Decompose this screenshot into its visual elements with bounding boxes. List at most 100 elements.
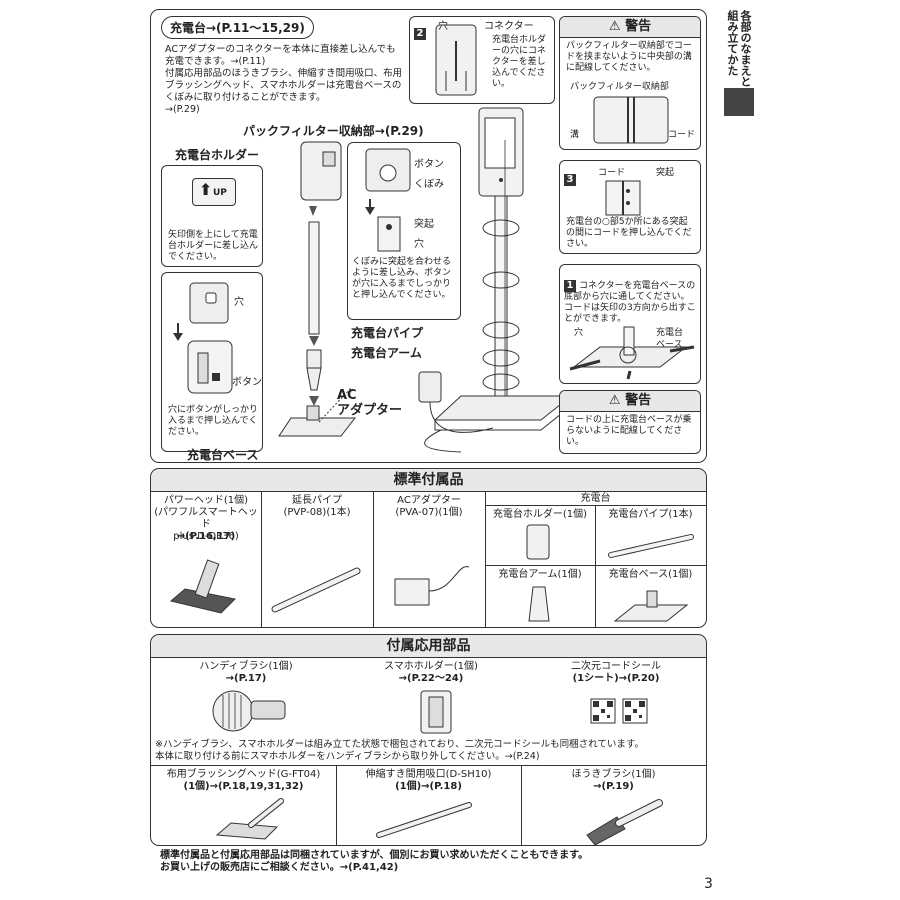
button-note: 穴にボタンがしっかり入るまで押し込んでください。 bbox=[168, 405, 259, 437]
step3-bump: 突起 bbox=[656, 168, 675, 178]
pack-filter-label: パックフィルター収納部→(P.29) bbox=[243, 124, 424, 138]
power-head-ref: →(P.16,17) bbox=[176, 531, 236, 542]
warning1-text: パックフィルター収納部でコードを挟まないように中央部の溝に配線してください。 bbox=[566, 41, 692, 73]
qr-sticker-ref: (1シート)→(P.20) bbox=[572, 673, 660, 684]
warning1-header: ⚠ 警告 bbox=[560, 17, 700, 38]
step2-illustration bbox=[435, 24, 477, 96]
warning2-box: ⚠ 警告 コードの上に充電台ベースが乗らないように配線してください。 bbox=[559, 390, 701, 454]
step3-box: 3 コード 突起 充電台の○部5か所にある突起の間にコードを押し込んでください。 bbox=[559, 160, 701, 254]
standard-accessories-panel: 標準付属品 パワーヘッド(1個) (パワフルスマートヘッド plus D-DP3… bbox=[150, 468, 707, 628]
charger-description: ACアダプターのコネクターを本体に直接差し込んでも充電できます。→(P.11) … bbox=[165, 44, 403, 115]
step1-hole: 穴 bbox=[574, 328, 584, 338]
charger-holder-name: 充電台ホルダー(1個) bbox=[492, 509, 588, 520]
charging-stand-illustration bbox=[424, 107, 573, 453]
arrow-note: 矢印側を上にして充電台ホルダーに差し込んでください。 bbox=[168, 230, 259, 262]
button-note-box: 穴 ボタン 穴にボタンがしっかり入るまで押し込んでください。 bbox=[161, 272, 263, 452]
detail-dent-label: くぼみ bbox=[414, 179, 444, 190]
arm-label: 充電台アーム bbox=[351, 346, 422, 360]
broom-brush-illustration bbox=[586, 799, 663, 846]
warning1-illustration bbox=[593, 96, 669, 144]
pipe-detail-illustration bbox=[173, 282, 233, 394]
warning2-header: ⚠ 警告 bbox=[560, 391, 700, 412]
holder-label: 充電台ホルダー bbox=[175, 148, 260, 162]
phone-holder-name: スマホホルダー(1個) bbox=[384, 661, 478, 672]
warning-icon: ⚠ bbox=[608, 19, 626, 34]
detail-hole-label: 穴 bbox=[414, 239, 424, 250]
warning1-groove: 溝 bbox=[570, 130, 580, 140]
detail-button-label: ボタン bbox=[414, 159, 444, 170]
pipe-label: 充電台パイプ bbox=[351, 326, 424, 340]
button-label: ボタン bbox=[232, 377, 262, 388]
applied-accessories-panel: 付属応用部品 ハンディブラシ(1個) →(P.17) スマホホルダー(1個) →… bbox=[150, 634, 707, 846]
phone-holder-ref: →(P.22～24) bbox=[398, 673, 464, 684]
ac-adapter-part-illustration bbox=[394, 566, 470, 606]
qr-sticker-illustration bbox=[590, 698, 648, 724]
warning1-cord: コード bbox=[668, 130, 696, 140]
warning-icon: ⚠ bbox=[608, 393, 626, 408]
step1-base: 充電台 ベース bbox=[656, 328, 684, 350]
warning2-title: 警告 bbox=[625, 393, 652, 408]
warning1-box: ⚠ 警告 パックフィルター収納部でコードを挟まないように中央部の溝に配線してくだ… bbox=[559, 16, 701, 150]
handy-brush-illustration bbox=[212, 690, 286, 732]
qr-sticker-name: 二次元コードシール bbox=[571, 661, 661, 672]
charger-pipe-part-illustration bbox=[608, 534, 694, 558]
standard-title: 標準付属品 bbox=[151, 469, 706, 492]
detail-bump-label: 突起 bbox=[414, 219, 434, 230]
step1-text: コネクターを充電台ベースの底部から穴に通してください。コードは矢印の3方向から出… bbox=[564, 281, 696, 324]
ac-adapter-illustration bbox=[418, 371, 494, 433]
crevice-nozzle-name: 伸縮すき間用吸口(D-SH10) bbox=[365, 769, 492, 780]
applied-title: 付属応用部品 bbox=[151, 635, 706, 658]
charger-parts-illustration bbox=[278, 141, 357, 437]
extension-pipe-illustration bbox=[271, 567, 361, 613]
handy-brush-name: ハンディブラシ(1個) bbox=[199, 661, 293, 672]
power-head-name: パワーヘッド(1個) (パワフルスマートヘッド plus D-DP36) bbox=[154, 495, 258, 542]
broom-brush-name: ほうきブラシ(1個) bbox=[571, 769, 656, 780]
page-number: 3 bbox=[704, 876, 713, 892]
up-arrow-icon: ⬆ bbox=[199, 180, 213, 199]
extension-pipe-name: 延長パイプ (PVP-08)(1本) bbox=[283, 495, 351, 518]
footer-note: 標準付属品と付属応用部品は同梱されていますが、個別にお買い求めいただくこともでき… bbox=[160, 850, 589, 873]
side-tab-text: 各部のなまえと組み立てかた bbox=[726, 10, 752, 87]
fabric-head-ref: (1個)→(P.18,19,31,32) bbox=[183, 781, 304, 792]
charger-pill: 充電台→(P.11～15,29) bbox=[161, 16, 314, 39]
joint-detail-box: ボタン くぼみ 突起 穴 くぼみに突起を合わせるように差し込み、ボタンが穴に入る… bbox=[347, 142, 461, 320]
ac-adapter-label: AC アダプター bbox=[337, 388, 403, 418]
charger-arm-name: 充電台アーム(1個) bbox=[498, 569, 582, 580]
charger-base-part-illustration bbox=[613, 590, 689, 622]
phone-holder-illustration bbox=[420, 690, 452, 734]
step3-cord: コード bbox=[598, 168, 626, 178]
applied-note: ※ハンディブラシ、スマホホルダーは組み立てた状態で梱包されており、二次元コードシ… bbox=[155, 739, 644, 762]
detail-note: くぼみに突起を合わせるように差し込み、ボタンが穴に入るまでしっかりと押し込んでく… bbox=[352, 257, 452, 300]
warning2-text: コードの上に充電台ベースが乗らないように配線してください。 bbox=[566, 415, 692, 447]
ac-adapter-name: ACアダプター (PVA-07)(1個) bbox=[395, 495, 463, 518]
up-text: UP bbox=[213, 188, 227, 198]
charger-pipe-name: 充電台パイプ(1本) bbox=[608, 509, 693, 520]
step3-note: 充電台の○部5か所にある突起の間にコードを押し込んでください。 bbox=[566, 217, 692, 249]
charger-base-name: 充電台ベース(1個) bbox=[608, 569, 693, 580]
fabric-head-name: 布用ブラッシングヘッド(G-FT04) bbox=[166, 769, 321, 780]
step2-note: 充電台ホルダーの穴にコネクターを差し込んでください。 bbox=[492, 35, 547, 89]
step2-box: 2 穴 コネクター 充電台ホルダーの穴にコネクターを差し込んでください。 bbox=[409, 16, 555, 104]
assembly-panel: 充電台→(P.11～15,29) ACアダプターのコネクターを本体に直接差し込ん… bbox=[150, 9, 707, 463]
charger-holder-part-illustration bbox=[526, 524, 550, 560]
crevice-nozzle-ref: (1個)→(P.18) bbox=[395, 781, 462, 792]
power-head-illustration bbox=[169, 559, 237, 614]
base-label: 充電台ベース bbox=[187, 448, 259, 462]
fabric-head-illustration bbox=[215, 798, 284, 840]
handy-brush-ref: →(P.17) bbox=[225, 673, 267, 684]
charger-arm-part-illustration bbox=[528, 586, 550, 622]
joint-detail-illustration bbox=[365, 148, 411, 252]
step3-illustration bbox=[605, 180, 641, 216]
hole-label: 穴 bbox=[234, 297, 244, 308]
charger-group-title: 充電台 bbox=[580, 493, 611, 504]
step1-illustration bbox=[569, 326, 695, 380]
crevice-nozzle-illustration bbox=[376, 802, 472, 838]
step3-number: 3 bbox=[564, 167, 579, 186]
step2-connector: コネクター bbox=[484, 21, 534, 32]
step2-number: 2 bbox=[414, 21, 429, 40]
up-note-box: ⬆ UP 矢印側を上にして充電台ホルダーに差し込んでください。 bbox=[161, 165, 263, 267]
step2-hole: 穴 bbox=[438, 21, 448, 32]
warning1-sub: パックフィルター収納部 bbox=[570, 82, 669, 92]
